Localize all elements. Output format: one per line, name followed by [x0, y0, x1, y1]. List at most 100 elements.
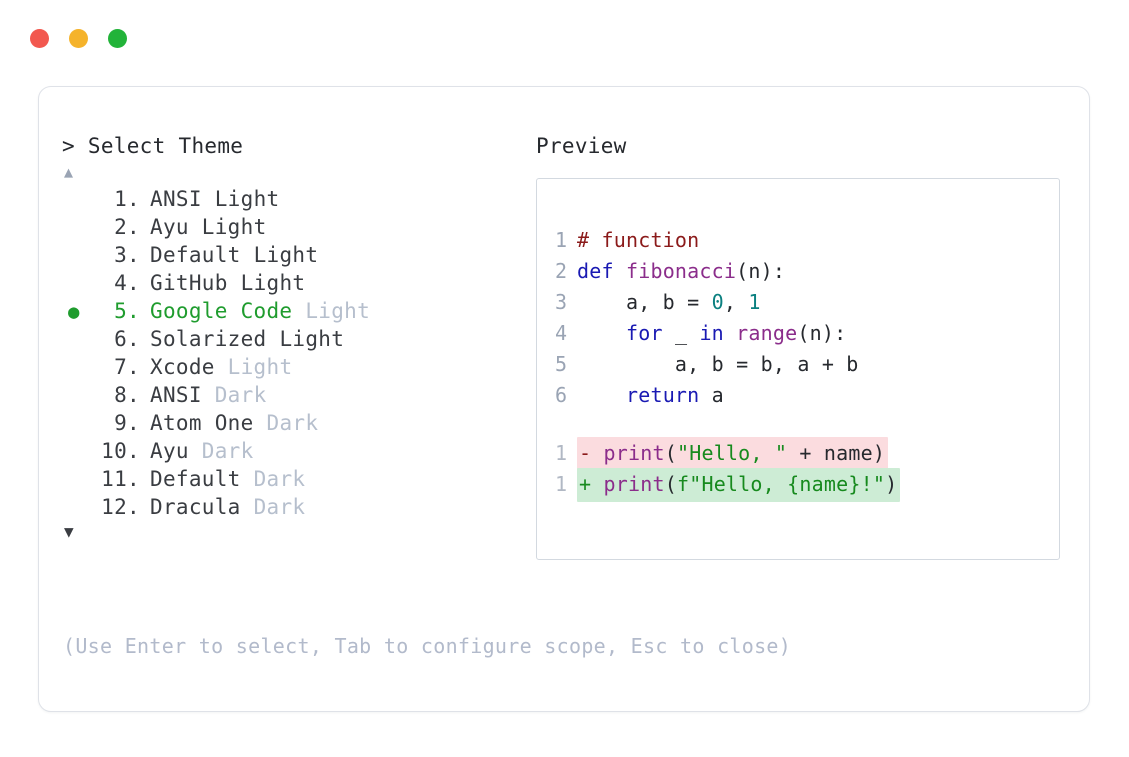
theme-item-index: 4.: [114, 271, 140, 295]
code-token: [577, 321, 626, 345]
keyboard-hint: (Use Enter to select, Tab to configure s…: [63, 634, 792, 658]
diff-block: 1 - print("Hello, " + name) 1 + print(f"Hel…: [537, 437, 1059, 502]
theme-item-name: Atom One: [150, 411, 254, 435]
diff-removed-highlight: - print("Hello, " + name): [577, 437, 889, 471]
line-number: 1: [555, 472, 568, 496]
theme-list-item[interactable]: 3.Default Light: [62, 241, 532, 269]
theme-list-item[interactable]: 9.Atom One Dark: [62, 409, 532, 437]
prompt-header: > Select Theme: [62, 131, 532, 161]
theme-item-variant: Light: [240, 271, 306, 295]
window-traffic-lights: [30, 29, 127, 48]
code-token: fibonacci: [625, 259, 737, 283]
theme-item-name: Solarized: [150, 327, 267, 351]
theme-item-index: 3.: [114, 243, 140, 267]
scroll-down-icon[interactable]: ▼: [64, 522, 74, 541]
theme-item-index: 6.: [114, 327, 140, 351]
theme-list-item[interactable]: 2. Ayu Light: [62, 213, 532, 241]
line-number: 6: [555, 383, 568, 407]
theme-list-item[interactable]: 8.ANSI Dark: [62, 381, 532, 409]
theme-item-index: 5.: [114, 299, 140, 323]
code-token: def: [577, 259, 626, 283]
theme-item-variant: Dark: [214, 383, 267, 407]
theme-list-item[interactable]: 1.ANSI Light: [62, 185, 532, 213]
line-number: 1: [555, 441, 568, 465]
code-line-text: a, b = 0, 1: [577, 287, 761, 318]
theme-item-index: 1.: [114, 187, 140, 211]
theme-item-index: 12.: [101, 495, 140, 519]
code-line-text: for _ in range(n):: [577, 318, 846, 349]
code-token: 0: [711, 290, 724, 314]
theme-item-gap: [215, 353, 228, 381]
minimize-window-button[interactable]: [69, 29, 88, 48]
theme-list-item[interactable]: 7.Xcode Light: [62, 353, 532, 381]
code-token: f"Hello, {name}!": [676, 472, 886, 496]
code-token: (n):: [797, 321, 847, 345]
theme-item-variant: Light: [201, 215, 267, 239]
theme-item-gap: [241, 493, 254, 521]
theme-list-item[interactable]: 10.Ayu Dark: [62, 437, 532, 465]
close-window-button[interactable]: [30, 29, 49, 48]
theme-item-gap: [189, 437, 202, 465]
theme-item-name: Default: [150, 243, 241, 267]
theme-item-index: 2.: [114, 215, 140, 239]
line-number: 5: [555, 352, 568, 376]
theme-item-name: Dracula: [150, 495, 241, 519]
code-line: 6 return a: [537, 380, 1059, 411]
theme-item-gap: [241, 241, 254, 269]
code-token: print: [603, 472, 665, 496]
code-line-text: a, b = b, a + b: [577, 349, 859, 380]
theme-list-item[interactable]: ●5.Google Code Light: [62, 297, 532, 325]
code-token: a: [699, 383, 724, 407]
code-spacer: [537, 411, 1059, 437]
theme-item-name: Ayu: [150, 215, 189, 239]
code-token: _: [662, 321, 700, 345]
code-block: 1# function 2 def fibonacci (n): 3 a, b = 0,…: [537, 225, 1059, 411]
code-token: for: [625, 321, 663, 345]
code-token: (: [664, 472, 677, 496]
theme-item-name: Default: [150, 467, 241, 491]
code-line: 1# function: [537, 225, 1059, 256]
code-line: 3 a, b = 0, 1: [537, 287, 1059, 318]
theme-list-item[interactable]: 12.Dracula Dark: [62, 493, 532, 521]
page-title: Select Theme: [87, 134, 244, 158]
theme-item-gap: [202, 185, 215, 213]
maximize-window-button[interactable]: [108, 29, 127, 48]
theme-item-gap: [254, 409, 267, 437]
theme-item-variant: Dark: [253, 467, 306, 491]
theme-item-name: GitHub: [150, 271, 228, 295]
code-line: 5 a, b = b, a + b: [537, 349, 1059, 380]
theme-selector-card: > Select Theme ▲ 1. ANSI Light 2. Ayu Light…: [38, 86, 1090, 712]
theme-item-variant: Light: [305, 299, 371, 323]
theme-list-item[interactable]: 4. GitHub Light: [62, 269, 532, 297]
line-number: 2: [555, 259, 568, 283]
selected-bullet-icon: ●: [68, 301, 80, 323]
code-token: ,: [723, 290, 749, 314]
diff-line: 1 + print(f"Hello, {name}!"): [537, 468, 1059, 502]
code-token: + name): [787, 441, 886, 465]
theme-item-variant: Dark: [201, 439, 254, 463]
code-line-text: return a: [577, 380, 724, 411]
diff-line: 1 - print("Hello, " + name): [537, 437, 1059, 471]
diff-plus-sign: +: [579, 472, 592, 496]
theme-item-index: 7.: [114, 355, 140, 379]
code-token: [577, 383, 626, 407]
theme-item-name: Ayu: [150, 439, 189, 463]
line-number: 4: [555, 321, 568, 345]
code-token: ): [885, 472, 898, 496]
code-token: return: [625, 383, 700, 407]
scroll-up-icon[interactable]: ▲: [64, 163, 74, 181]
code-token: [724, 321, 736, 345]
code-token: in: [699, 321, 724, 345]
theme-item-gap: [267, 325, 280, 353]
code-line: 4 for _ in range(n):: [537, 318, 1059, 349]
theme-item-gap: [241, 465, 254, 493]
theme-list-item[interactable]: 6.Solarized Light: [62, 325, 532, 353]
theme-item-name: ANSI: [150, 187, 202, 211]
theme-item-variant: Dark: [266, 411, 319, 435]
line-number: 3: [555, 290, 568, 314]
diff-sign-gap: [591, 441, 603, 465]
theme-list-item[interactable]: 11.Default Dark: [62, 465, 532, 493]
